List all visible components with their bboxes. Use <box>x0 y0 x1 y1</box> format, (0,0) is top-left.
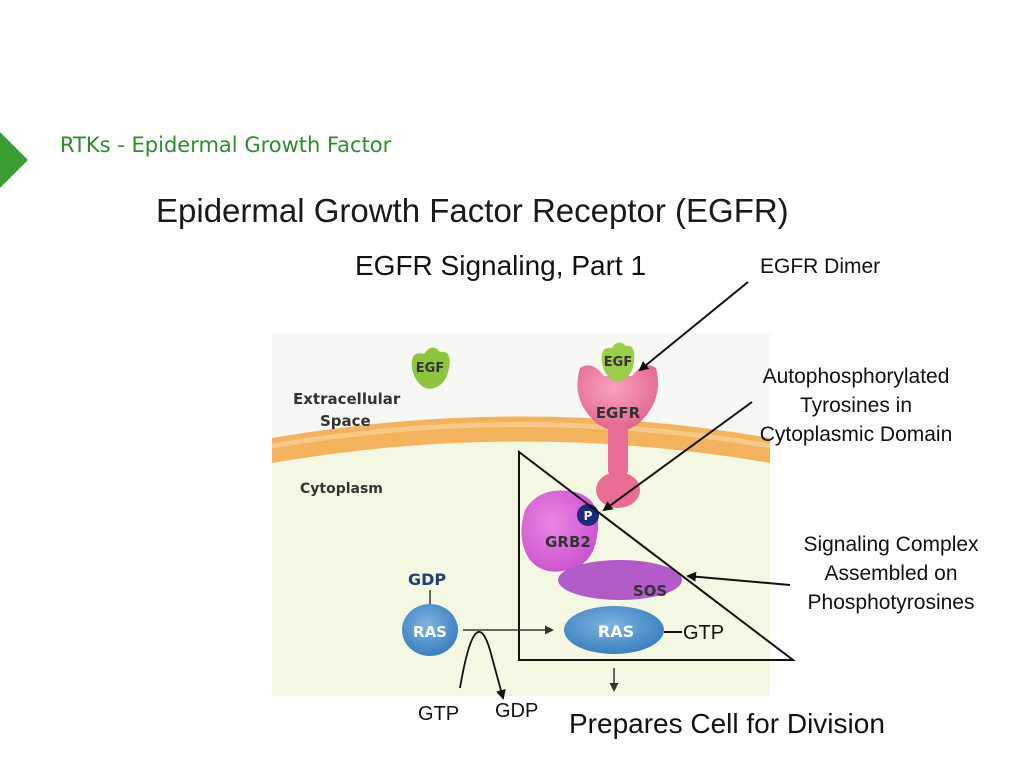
autophos-line-3: Cytoplasmic Domain <box>759 423 953 446</box>
sos-label: SOS <box>633 582 667 600</box>
complex-line-1: Signaling Complex <box>803 533 979 556</box>
ras-inactive: RAS <box>402 604 458 656</box>
ras-active: RAS <box>564 606 664 654</box>
gtp-callout-label: GTP <box>683 622 724 644</box>
gtp-gdp-exchange-arc <box>459 630 506 700</box>
ras-active-label: RAS <box>598 622 634 641</box>
complex-callout-arrow <box>686 571 791 586</box>
autophos-line-2: Tyrosines in <box>799 394 913 417</box>
figure-background <box>271 333 771 696</box>
gdp-label: GDP <box>408 570 446 589</box>
egf-bound-label: EGF <box>604 355 632 370</box>
egfr-receptor: EGFR <box>577 365 658 508</box>
egf-free-label: EGF <box>416 361 444 376</box>
phosphate-label: P <box>584 509 593 523</box>
slide-title: Epidermal Growth Factor Receptor (EGFR) <box>156 192 789 229</box>
ras-inactive-label: RAS <box>413 623 447 641</box>
egf-bound-molecule: EGF <box>601 342 635 382</box>
section-title: RTKs - Epidermal Growth Factor <box>60 133 392 157</box>
complex-line-3: Phosphotyrosines <box>807 591 975 614</box>
grb2-label: GRB2 <box>545 533 591 551</box>
egf-free-molecule: EGF <box>411 347 450 389</box>
complex-line-2: Assembled on <box>824 562 958 585</box>
diagram-subtitle: EGFR Signaling, Part 1 <box>355 250 647 281</box>
gtp-bottom-label: GTP <box>418 703 460 725</box>
autophos-callout-arrow <box>602 401 753 512</box>
phosphate-group: P <box>577 504 599 526</box>
sos-protein: SOS <box>558 560 682 600</box>
result-text: Prepares Cell for Division <box>569 708 885 739</box>
dimer-callout-arrow <box>638 281 749 372</box>
egfr-label: EGFR <box>596 404 641 422</box>
gdp-bottom-label: GDP <box>495 700 539 722</box>
dimer-callout: EGFR Dimer <box>760 255 881 278</box>
signaling-complex-triangle <box>518 449 796 661</box>
autophos-callout: Autophosphorylated Tyrosines in Cytoplas… <box>744 362 968 449</box>
complex-callout: Signaling Complex Assembled on Phosphoty… <box>786 530 996 617</box>
section-marker-arrow <box>0 132 28 188</box>
extracellular-label: Extracellular Space <box>293 390 406 430</box>
autophos-line-1: Autophosphorylated <box>762 365 950 388</box>
cytoplasm-label: Cytoplasm <box>300 481 383 497</box>
